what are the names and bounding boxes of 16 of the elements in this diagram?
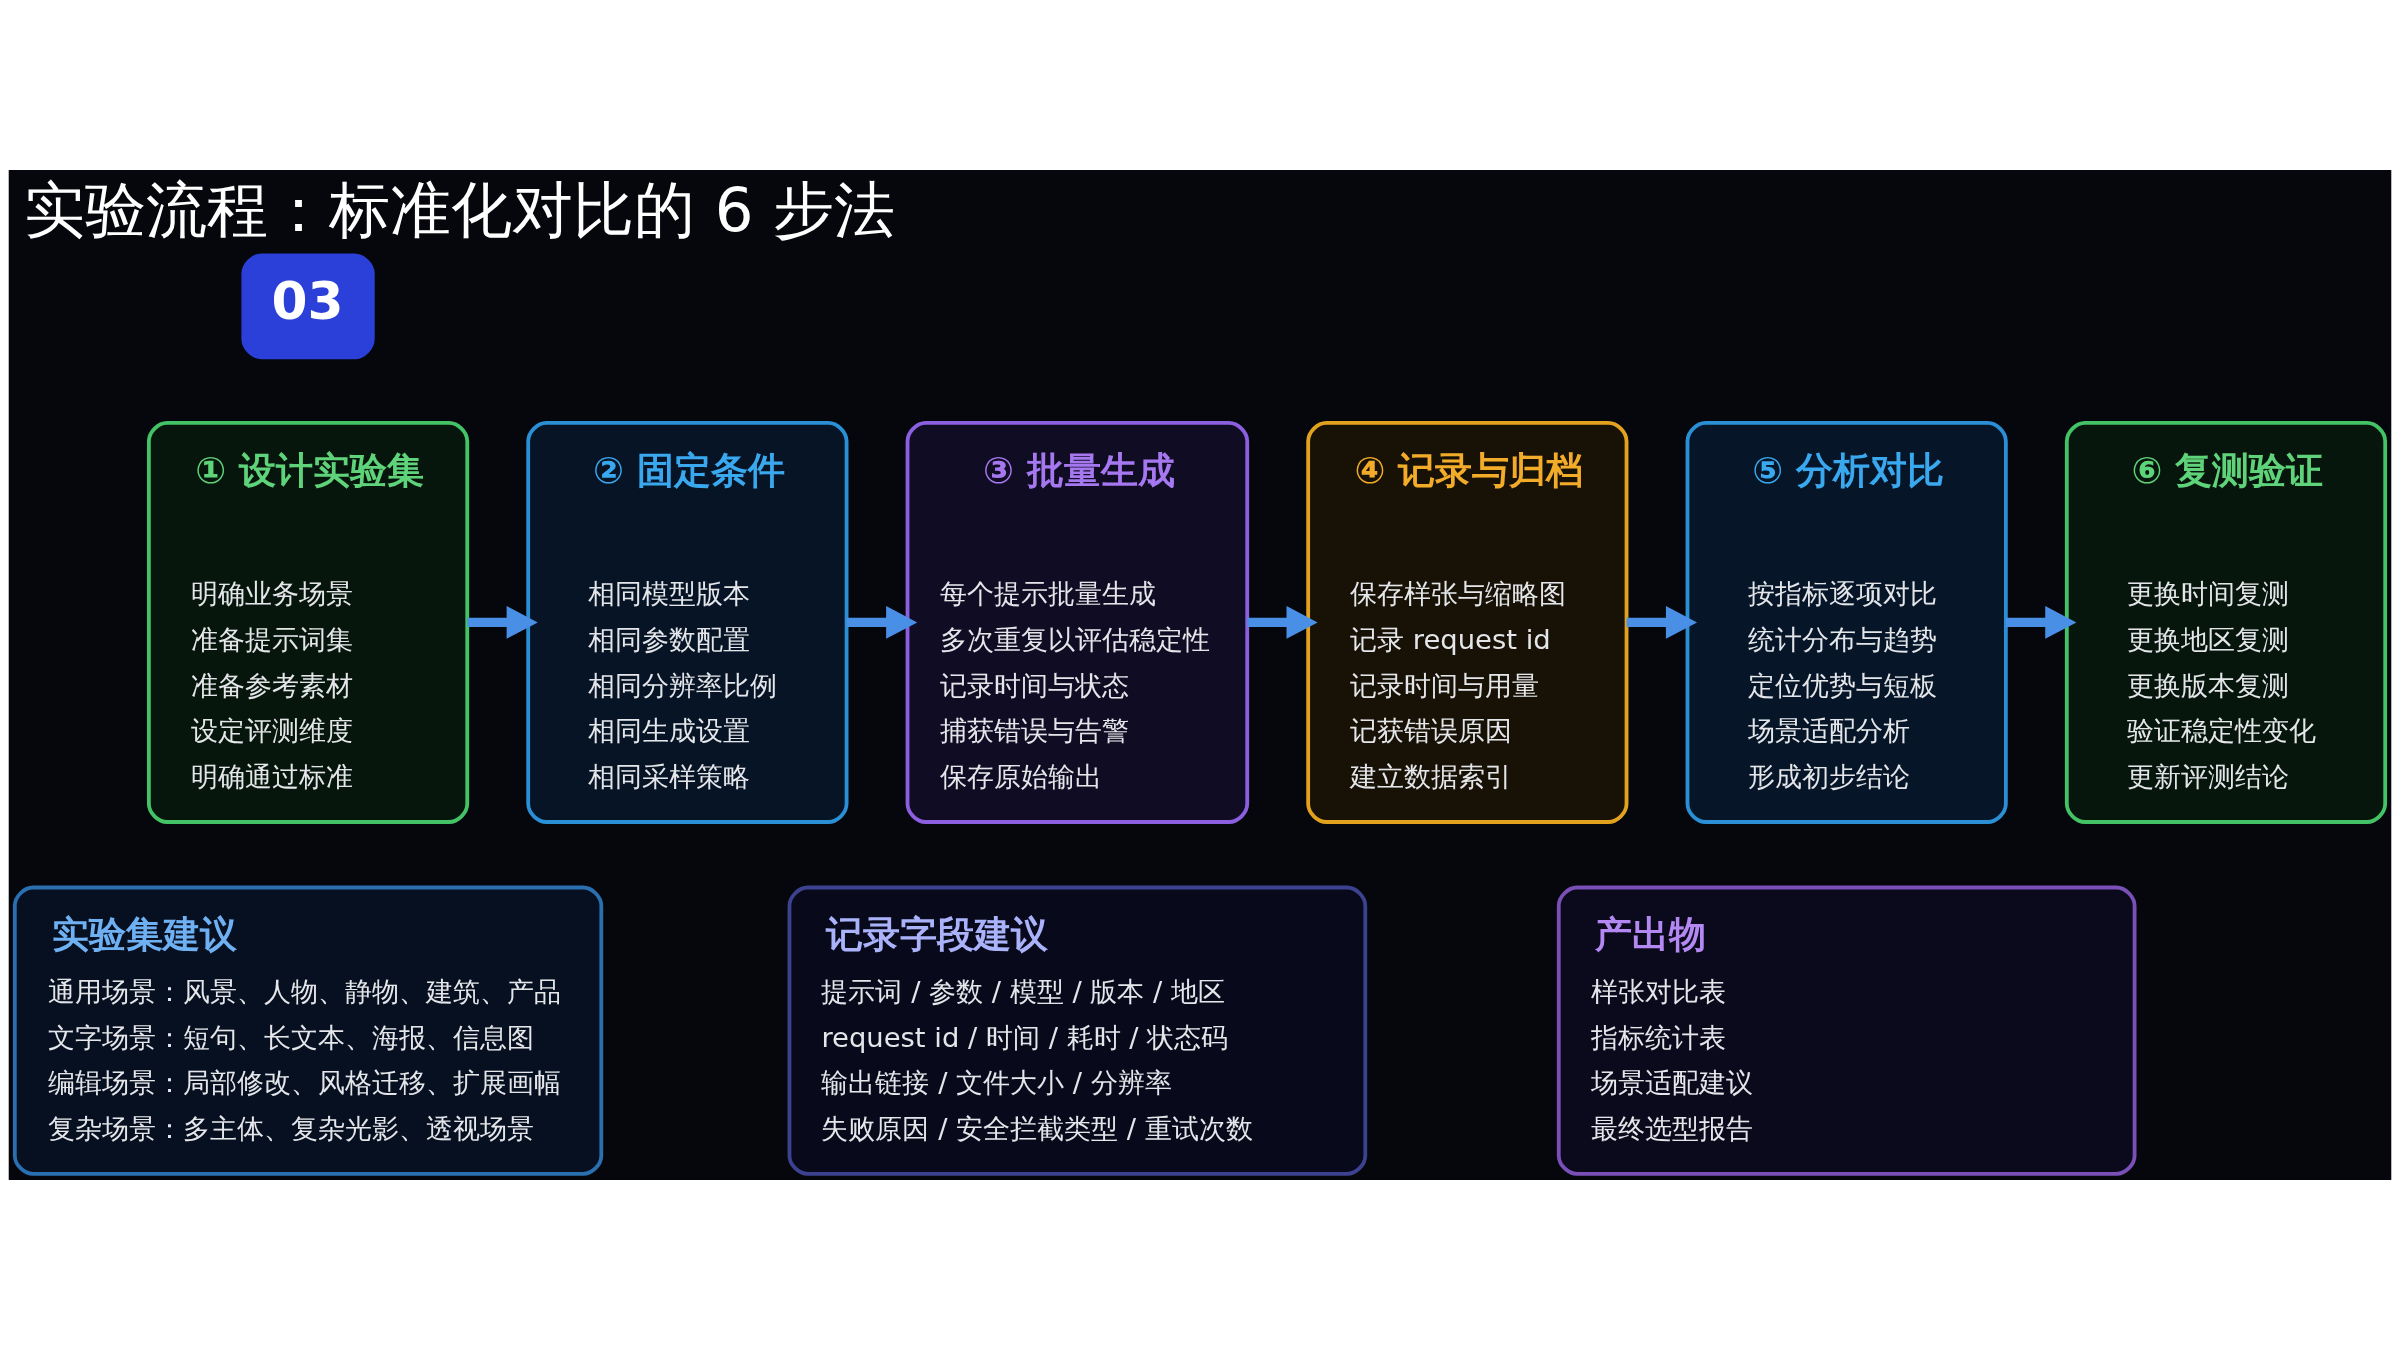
node-box: 记录字段建议 提示词 / 参数 / 模型 / 版本 / 地区 request id / 时间 / 耗时 / 状态码 输出链接 / 文件大小 / 分辨率 失败原因 / 安全拦截类型 / 重试次数 <box>787 885 1368 1176</box>
node-box: ⑤ 分析对比 按指标逐项对比 统计分布与趋势 定位优势与短板 场景适配分析 形成初步结论 <box>1685 420 2008 824</box>
arrow <box>846 606 918 639</box>
node-box: 产出物 样张对比表 指标统计表 场景适配建议 最终选型报告 <box>1556 885 2137 1176</box>
arrow <box>2005 606 2077 639</box>
node-box: ③ 批量生成 每个提示批量生成 多次重复以评估稳定性 记录时间与状态 捕获错误与告警 保存原始输出 <box>905 420 1250 824</box>
node-box: ① 设计实验集 明确业务场景 准备提示词集 准备参考素材 设定评测维度 明确通过标准 <box>146 420 470 824</box>
diagram-title: 实验流程：标准化对比的 6 步法 <box>24 173 895 245</box>
arrow <box>1626 606 1698 639</box>
node-box: 实验集建议 通用场景：风景、人物、静物、建筑、产品 文字场景：短句、长文本、海报、信息图 编辑场景：局部修改、风格迁移、扩展画幅 复杂场景：多主体、复杂光影、透视场景 <box>12 885 604 1176</box>
arrow <box>467 606 538 639</box>
node-box: ⑥ 复测验证 更换时间复测 更换地区复测 更换版本复测 验证稳定性变化 更新评测结论 <box>2064 420 2388 824</box>
node-box: ② 固定条件 相同模型版本 相同参数配置 相同分辨率比例 相同生成设置 相同采样策略 <box>526 420 849 824</box>
arrow <box>1247 606 1318 639</box>
node-box: ④ 记录与归档 保存样张与缩略图 记录 request id 记录时间与用量 记获错误原因 建立数据索引 <box>1306 420 1629 824</box>
node-box: 03 <box>241 253 375 360</box>
